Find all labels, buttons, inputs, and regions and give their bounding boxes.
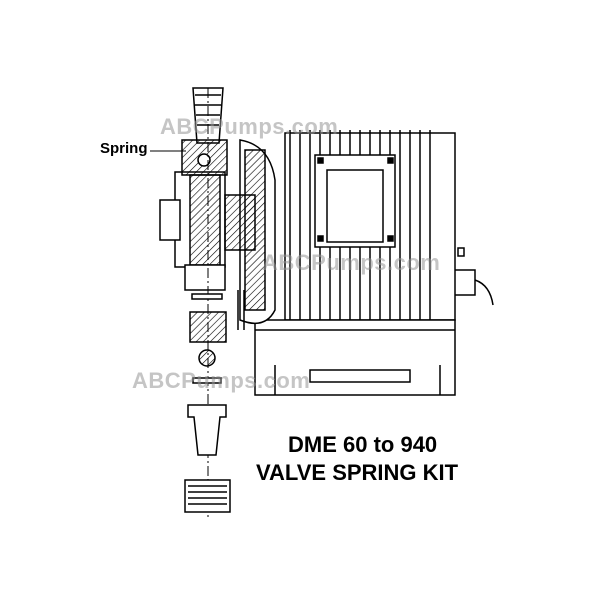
pump-base — [254, 319, 456, 396]
watermark: ABCPumps.com — [262, 250, 441, 275]
spring-callout-label: Spring — [100, 140, 148, 157]
product-title-line1: DME 60 to 940 — [288, 432, 438, 457]
watermark: ABCPumps.com — [132, 368, 311, 393]
exploded-parts — [184, 293, 231, 513]
product-title-line2: VALVE SPRING KIT — [256, 460, 459, 485]
pump-head — [159, 171, 256, 291]
motor-housing — [284, 130, 494, 321]
watermark: ABCPumps.com — [160, 114, 339, 139]
